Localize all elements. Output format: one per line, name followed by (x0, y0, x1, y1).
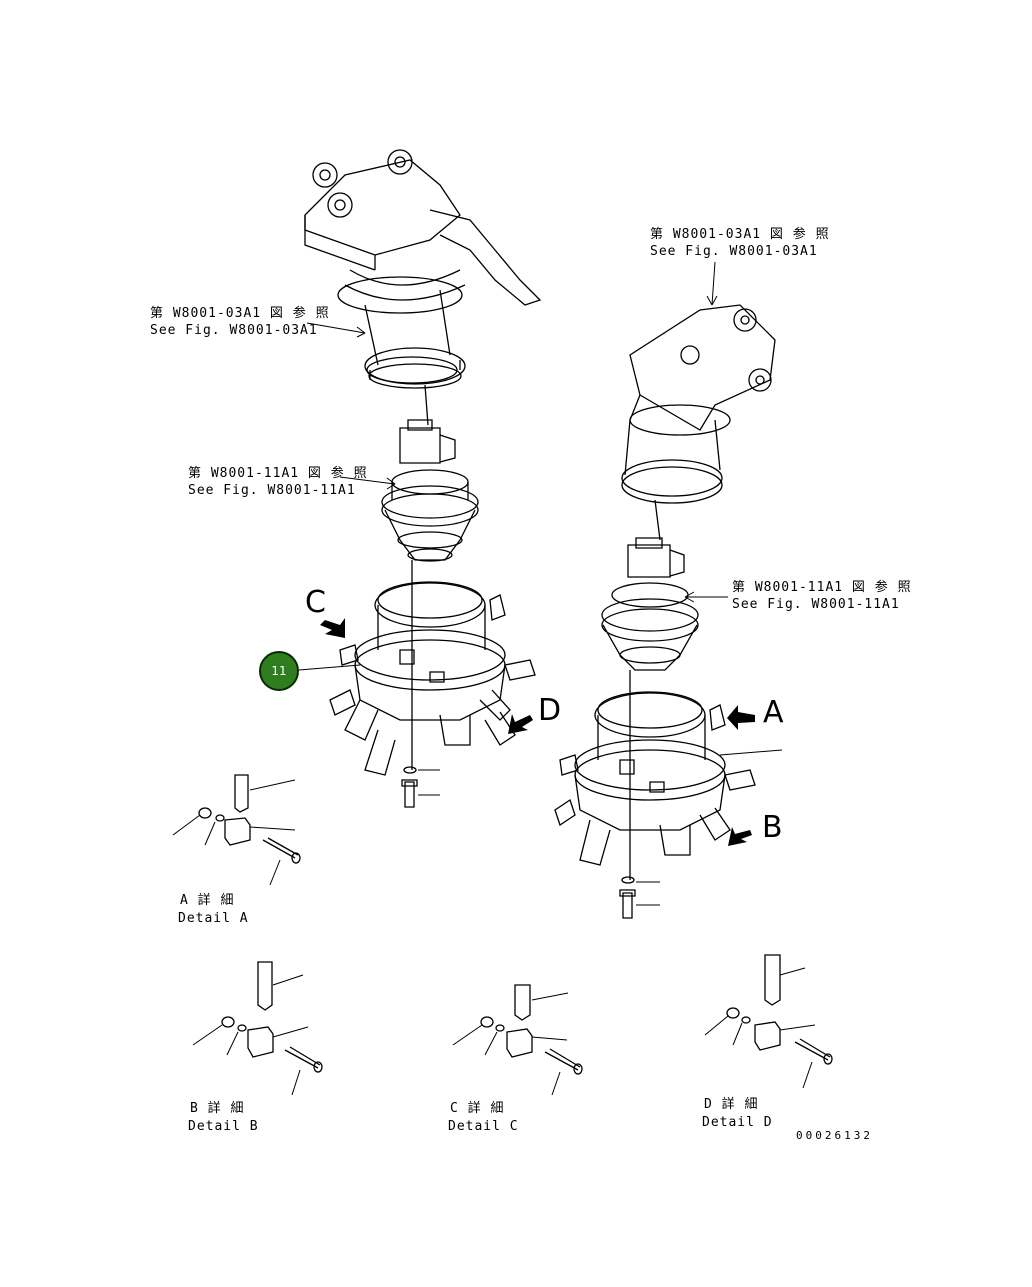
sprocket-body-right (555, 670, 755, 918)
swing-motor-left (382, 385, 478, 561)
detail-d-parts (705, 955, 832, 1088)
ref-motor-left-en: See Fig. W8001-11A1 (188, 483, 356, 498)
view-letter-c: C (305, 585, 326, 620)
detail-c-en: Detail C (448, 1119, 519, 1134)
view-arrow-b-icon (728, 827, 752, 846)
ref-motor-right-en: See Fig. W8001-11A1 (732, 597, 900, 612)
drawing-number: 00026132 (796, 1129, 873, 1142)
detail-a-jp: A 詳 細 (180, 893, 235, 908)
view-arrow-a-icon (727, 705, 755, 730)
detail-b-en: Detail B (188, 1119, 259, 1134)
ref-frame-left-jp: 第 W8001-03A1 図 参 照 (150, 306, 330, 321)
detail-c-parts (453, 985, 582, 1095)
swing-motor-right (602, 500, 698, 670)
part-callout-number: 11 (271, 664, 287, 678)
ref-motor-left-jp: 第 W8001-11A1 図 参 照 (188, 466, 368, 481)
detail-d-en: Detail D (702, 1115, 773, 1130)
view-letter-b: B (762, 810, 783, 845)
detail-b-parts (193, 962, 322, 1095)
leader-lines (299, 262, 782, 905)
ref-motor-right-jp: 第 W8001-11A1 図 参 照 (732, 580, 912, 595)
detail-a-parts (173, 775, 300, 885)
view-arrows (320, 618, 755, 846)
view-arrow-c-icon (320, 618, 345, 638)
ref-frame-right-en: See Fig. W8001-03A1 (650, 244, 818, 259)
part-callout-11[interactable]: 11 (259, 651, 299, 691)
detail-b-jp: B 詳 細 (190, 1101, 245, 1116)
detail-c-jp: C 詳 細 (450, 1101, 505, 1116)
detail-a-en: Detail A (178, 911, 249, 926)
view-arrow-d-icon (508, 714, 533, 734)
ref-frame-right-jp: 第 W8001-03A1 図 参 照 (650, 227, 830, 242)
view-letter-d: D (538, 693, 562, 728)
detail-d-jp: D 詳 細 (704, 1097, 759, 1112)
upper-frame-left (305, 150, 540, 388)
view-letter-a: A (763, 695, 784, 730)
ref-frame-left-en: See Fig. W8001-03A1 (150, 323, 318, 338)
upper-frame-right (622, 305, 775, 503)
